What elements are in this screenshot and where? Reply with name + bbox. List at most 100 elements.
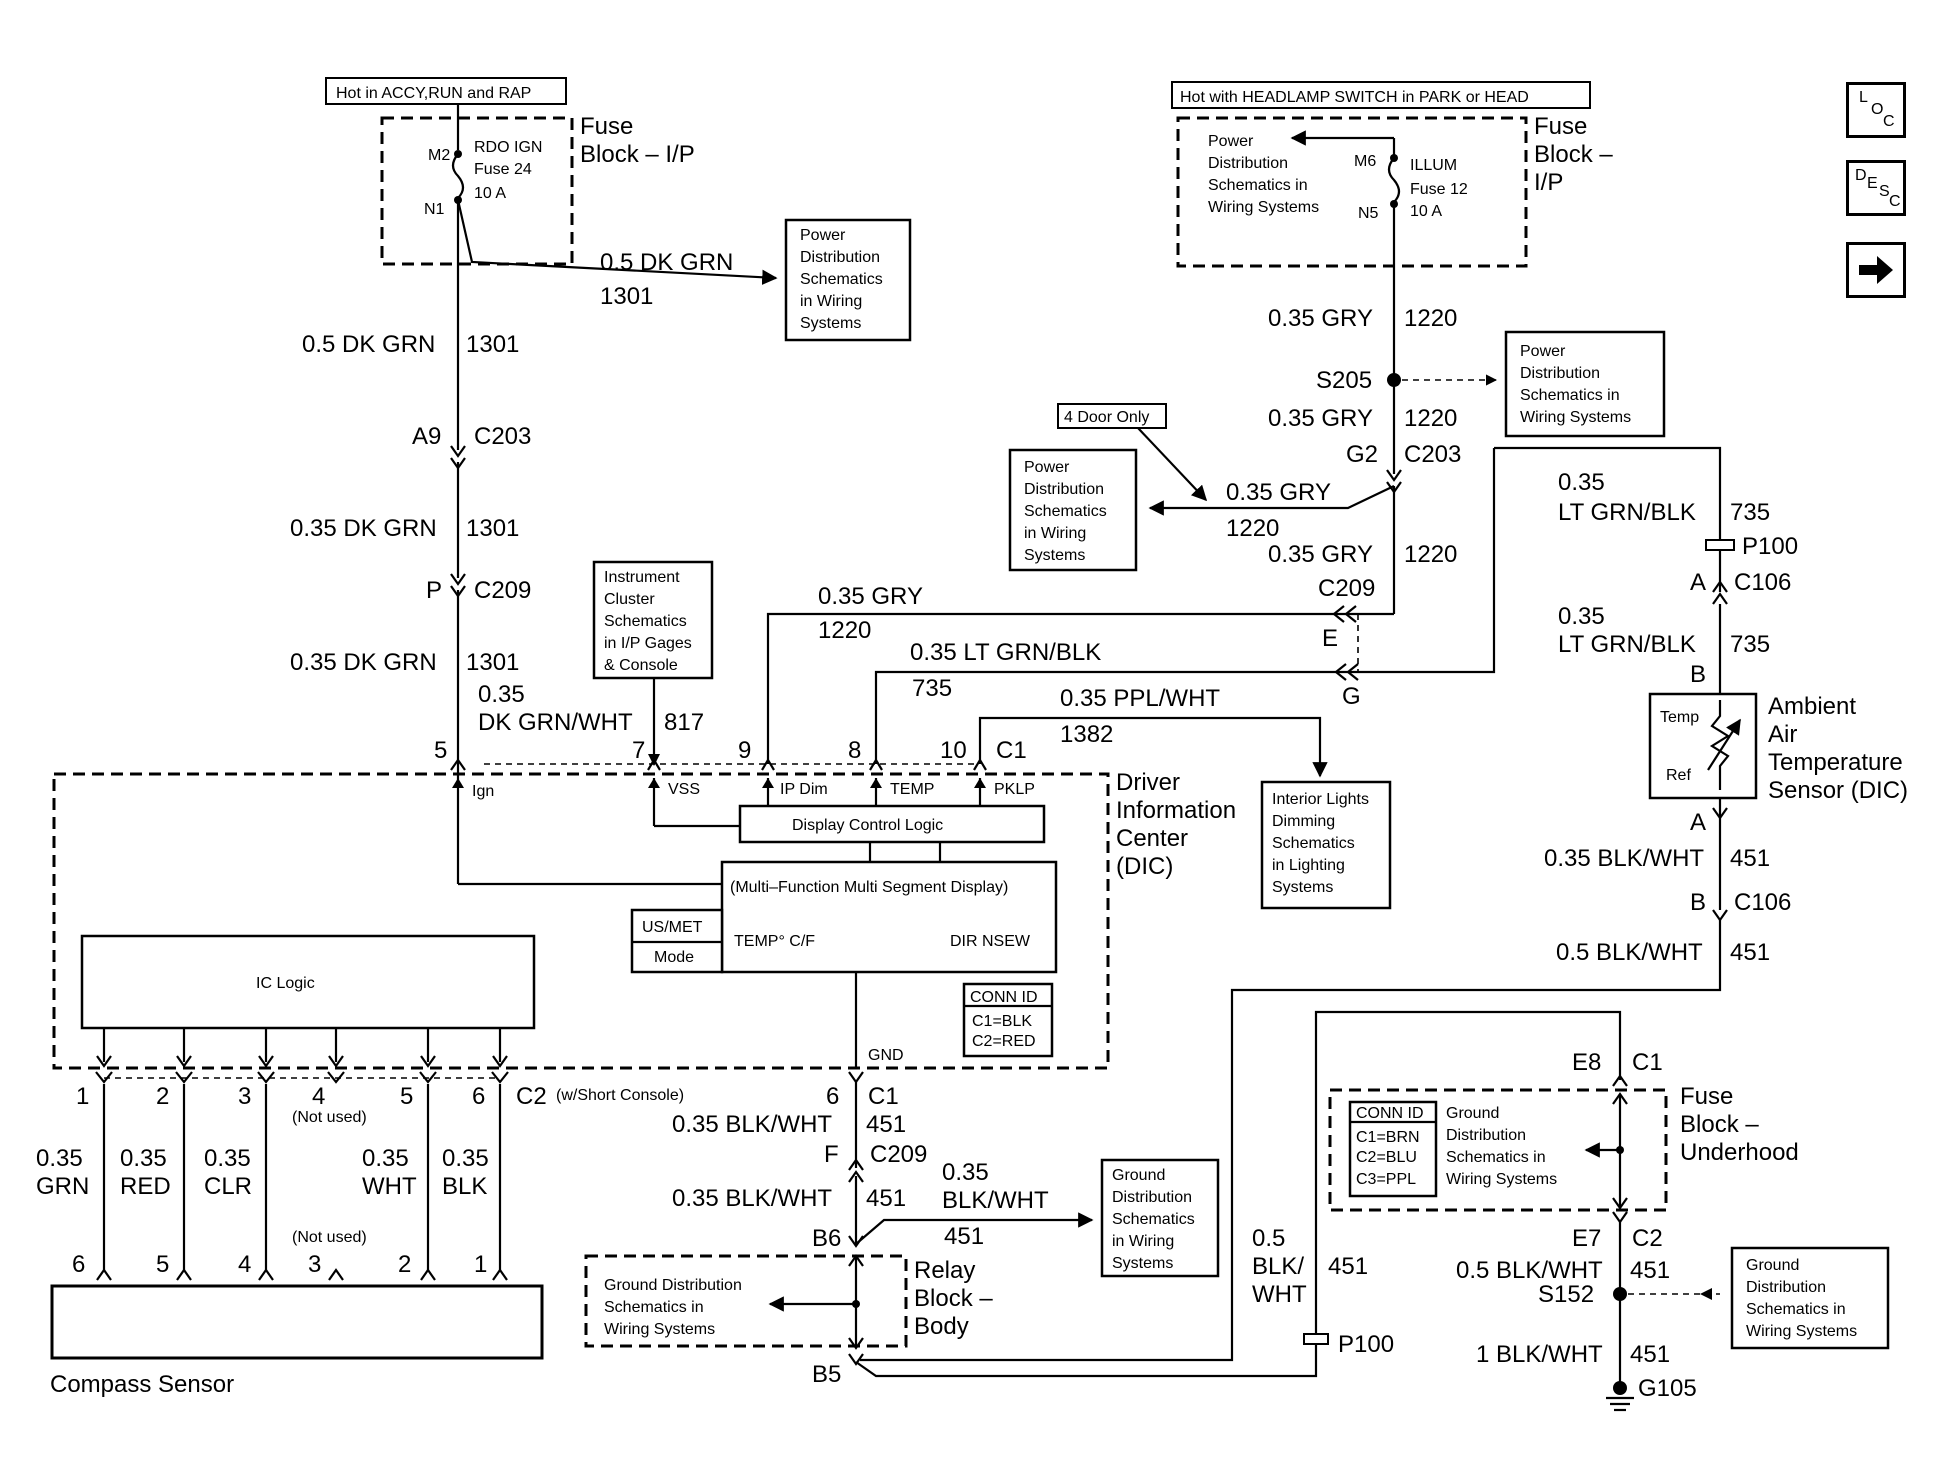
wire-label-circuit: 817 <box>664 709 704 736</box>
fuse-24-name: RDO IGN <box>474 139 542 156</box>
svg-text:B: B <box>1690 661 1706 688</box>
svg-text:C2=RED: C2=RED <box>972 1033 1036 1050</box>
fuse-block-ip-right: Hot with HEADLAMP SWITCH in PARK or HEAD… <box>1171 81 1613 268</box>
fuse-block-title-2: Block – I/P <box>580 141 695 168</box>
svg-text:E8: E8 <box>1572 1049 1601 1076</box>
svg-text:5: 5 <box>434 737 447 764</box>
svg-text:PKLP: PKLP <box>994 781 1035 798</box>
svg-text:VSS: VSS <box>668 781 700 798</box>
wire-label-gauge: 0.35 <box>478 681 525 708</box>
wire-label-color: 0.35 DK GRN <box>290 515 437 542</box>
svg-text:B6: B6 <box>812 1225 841 1252</box>
fuse-block-title-1: Fuse <box>580 113 633 140</box>
wire-label-color: 0.35 DK GRN <box>290 649 437 676</box>
svg-text:Distribution: Distribution <box>1208 155 1288 172</box>
svg-text:TEMP° C/F: TEMP° C/F <box>734 933 815 950</box>
svg-text:1220: 1220 <box>1404 405 1457 432</box>
svg-text:Schematics: Schematics <box>800 271 883 288</box>
loc-letter: L <box>1859 89 1868 106</box>
svg-text:9: 9 <box>738 737 751 764</box>
svg-text:C3=PPL: C3=PPL <box>1356 1171 1416 1188</box>
svg-text:A: A <box>1690 809 1706 836</box>
svg-text:451: 451 <box>866 1185 906 1212</box>
svg-text:1220: 1220 <box>818 617 871 644</box>
wire-label-color: DK GRN/WHT <box>478 709 633 736</box>
svg-text:in I/P Gages: in I/P Gages <box>604 635 692 652</box>
svg-text:6: 6 <box>472 1083 485 1110</box>
svg-text:0.35: 0.35 <box>362 1145 409 1172</box>
svg-text:10: 10 <box>940 737 967 764</box>
svg-text:0.35: 0.35 <box>442 1145 489 1172</box>
svg-text:Systems: Systems <box>1272 879 1333 896</box>
ref-power-distribution-c: Power Distribution Schematics in Wiring … <box>1008 448 1138 572</box>
us-met-button: US/MET <box>642 919 703 936</box>
svg-text:0.35 PPL/WHT: 0.35 PPL/WHT <box>1060 685 1220 712</box>
svg-text:0.35 GRY: 0.35 GRY <box>1268 305 1373 332</box>
svg-text:Underhood: Underhood <box>1680 1139 1799 1166</box>
note-4-door-only: 4 Door Only <box>1057 403 1208 502</box>
svg-text:1: 1 <box>474 1251 487 1278</box>
svg-text:Air: Air <box>1768 721 1797 748</box>
svg-text:1 BLK/WHT: 1 BLK/WHT <box>1476 1341 1603 1368</box>
desc-letter: S <box>1879 183 1890 200</box>
connector-pin: G <box>1342 683 1361 710</box>
svg-text:4: 4 <box>238 1251 251 1278</box>
label-n1: N1 <box>424 201 445 218</box>
fuse-12-name: ILLUM <box>1410 157 1457 174</box>
svg-text:0.35 BLK/WHT: 0.35 BLK/WHT <box>672 1111 832 1138</box>
driver-information-center: Driver Information Center (DIC) 5 7 9 8 … <box>52 737 1236 1070</box>
svg-text:Distribution: Distribution <box>1446 1127 1526 1144</box>
svg-text:Ground: Ground <box>1446 1105 1499 1122</box>
svg-text:GRN: GRN <box>36 1173 89 1200</box>
right-arrow-icon <box>1859 256 1893 284</box>
svg-text:C1: C1 <box>1632 1049 1663 1076</box>
svg-text:B5: B5 <box>812 1361 841 1388</box>
svg-text:451: 451 <box>1730 845 1770 872</box>
svg-text:0.35 GRY: 0.35 GRY <box>1268 541 1373 568</box>
svg-text:Instrument: Instrument <box>604 569 680 586</box>
svg-text:Systems: Systems <box>1112 1255 1173 1272</box>
svg-text:LT GRN/BLK: LT GRN/BLK <box>1558 499 1696 526</box>
fuse-block-title-1: Fuse <box>1534 113 1587 140</box>
svg-text:Ref: Ref <box>1666 767 1691 784</box>
note-hot-headlamp: Hot with HEADLAMP SWITCH in PARK or HEAD <box>1180 89 1529 106</box>
svg-text:1220: 1220 <box>1404 541 1457 568</box>
wire-label-color: 0.5 DK GRN <box>600 249 733 276</box>
next-button[interactable] <box>1846 242 1906 298</box>
desc-button[interactable]: D E S C <box>1846 160 1906 216</box>
loc-button[interactable]: L O C <box>1846 82 1906 138</box>
svg-text:Schematics: Schematics <box>1024 503 1107 520</box>
svg-text:WHT: WHT <box>1252 1281 1307 1308</box>
svg-text:Schematics in: Schematics in <box>1446 1149 1546 1166</box>
svg-text:Power: Power <box>1208 133 1254 150</box>
svg-text:735: 735 <box>1730 631 1770 658</box>
svg-text:5: 5 <box>400 1083 413 1110</box>
svg-text:Schematics: Schematics <box>1272 835 1355 852</box>
connector-id: C209 <box>1318 575 1375 602</box>
connector-id: C203 <box>474 423 531 450</box>
svg-text:Distribution: Distribution <box>1024 481 1104 498</box>
svg-text:IP Dim: IP Dim <box>780 781 828 798</box>
svg-text:BLK: BLK <box>442 1173 487 1200</box>
svg-text:C209: C209 <box>870 1141 927 1168</box>
connector-pin: G2 <box>1346 441 1378 468</box>
svg-text:Power: Power <box>1520 343 1566 360</box>
ambient-sensor-circuit: 0.35 LT GRN/BLK 735 P100 A C106 0.35 LT … <box>860 446 1908 1362</box>
fuse-block-ip-left: Hot in ACCY,RUN and RAP M2 N1 RDO IGN Fu… <box>325 77 695 266</box>
svg-text:1382: 1382 <box>1060 721 1113 748</box>
svg-text:Systems: Systems <box>800 315 861 332</box>
svg-text:Ground Distribution: Ground Distribution <box>604 1277 742 1294</box>
svg-text:0.35: 0.35 <box>1558 603 1605 630</box>
svg-text:0.35 GRY: 0.35 GRY <box>1268 405 1373 432</box>
svg-text:735: 735 <box>912 675 952 702</box>
wire-label-circuit: 1301 <box>466 515 519 542</box>
svg-text:Schematics in: Schematics in <box>1746 1301 1846 1318</box>
svg-text:7: 7 <box>632 737 645 764</box>
svg-text:Fuse: Fuse <box>1680 1083 1733 1110</box>
svg-text:Block –: Block – <box>914 1285 993 1312</box>
svg-text:2: 2 <box>398 1251 411 1278</box>
svg-text:Driver: Driver <box>1116 769 1180 796</box>
svg-text:BLK/WHT: BLK/WHT <box>942 1187 1049 1214</box>
svg-text:DIR NSEW: DIR NSEW <box>950 933 1031 950</box>
svg-text:6: 6 <box>826 1083 839 1110</box>
